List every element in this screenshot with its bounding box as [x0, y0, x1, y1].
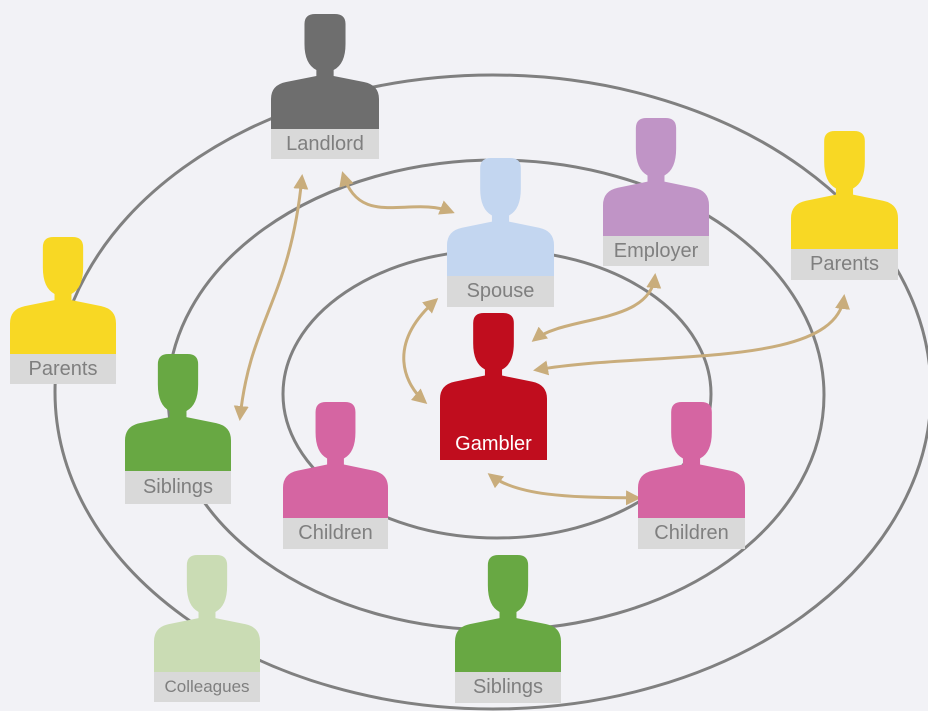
children-left-label: Children: [283, 518, 388, 549]
person-parents-right: Parents: [791, 131, 898, 280]
parents-left-icon: [10, 237, 116, 354]
children-left-icon: [283, 402, 388, 518]
landlord-label: Landlord: [271, 129, 379, 159]
gambler-icon: [440, 313, 547, 429]
person-siblings-left: Siblings: [125, 354, 231, 504]
person-gambler: Gambler: [440, 313, 547, 460]
spouse-label: Spouse: [447, 276, 554, 307]
children-right-label: Children: [638, 518, 745, 549]
arrow-landlord-siblings: [233, 174, 309, 421]
arrow-spouse-gambler: [402, 298, 439, 404]
parents-right-label: Parents: [791, 249, 898, 280]
parents-left-label: Parents: [10, 354, 116, 384]
person-colleagues: Colleagues: [154, 555, 260, 702]
arrow-parents-gambler: [533, 294, 850, 376]
colleagues-label: Colleagues: [154, 672, 260, 702]
arrow-gambler-children: [487, 473, 641, 506]
children-right-icon: [638, 402, 745, 518]
person-spouse: Spouse: [447, 158, 554, 307]
person-children-right: Children: [638, 402, 745, 549]
siblings-bottom-label: Siblings: [455, 672, 561, 703]
gambler-label: Gambler: [440, 429, 547, 460]
person-employer: Employer: [603, 118, 709, 266]
spouse-icon: [447, 158, 554, 276]
landlord-icon: [271, 14, 379, 129]
siblings-left-icon: [125, 354, 231, 471]
siblings-left-label: Siblings: [125, 471, 231, 504]
outer-ring: [53, 73, 928, 711]
employer-label: Employer: [603, 236, 709, 266]
person-siblings-bottom: Siblings: [455, 555, 561, 703]
person-landlord: Landlord: [271, 14, 379, 159]
person-children-left: Children: [283, 402, 388, 549]
person-parents-left: Parents: [10, 237, 116, 384]
arrow-landlord-spouse: [339, 171, 455, 215]
colleagues-icon: [154, 555, 260, 672]
employer-icon: [603, 118, 709, 236]
siblings-bottom-icon: [455, 555, 561, 672]
parents-right-icon: [791, 131, 898, 249]
